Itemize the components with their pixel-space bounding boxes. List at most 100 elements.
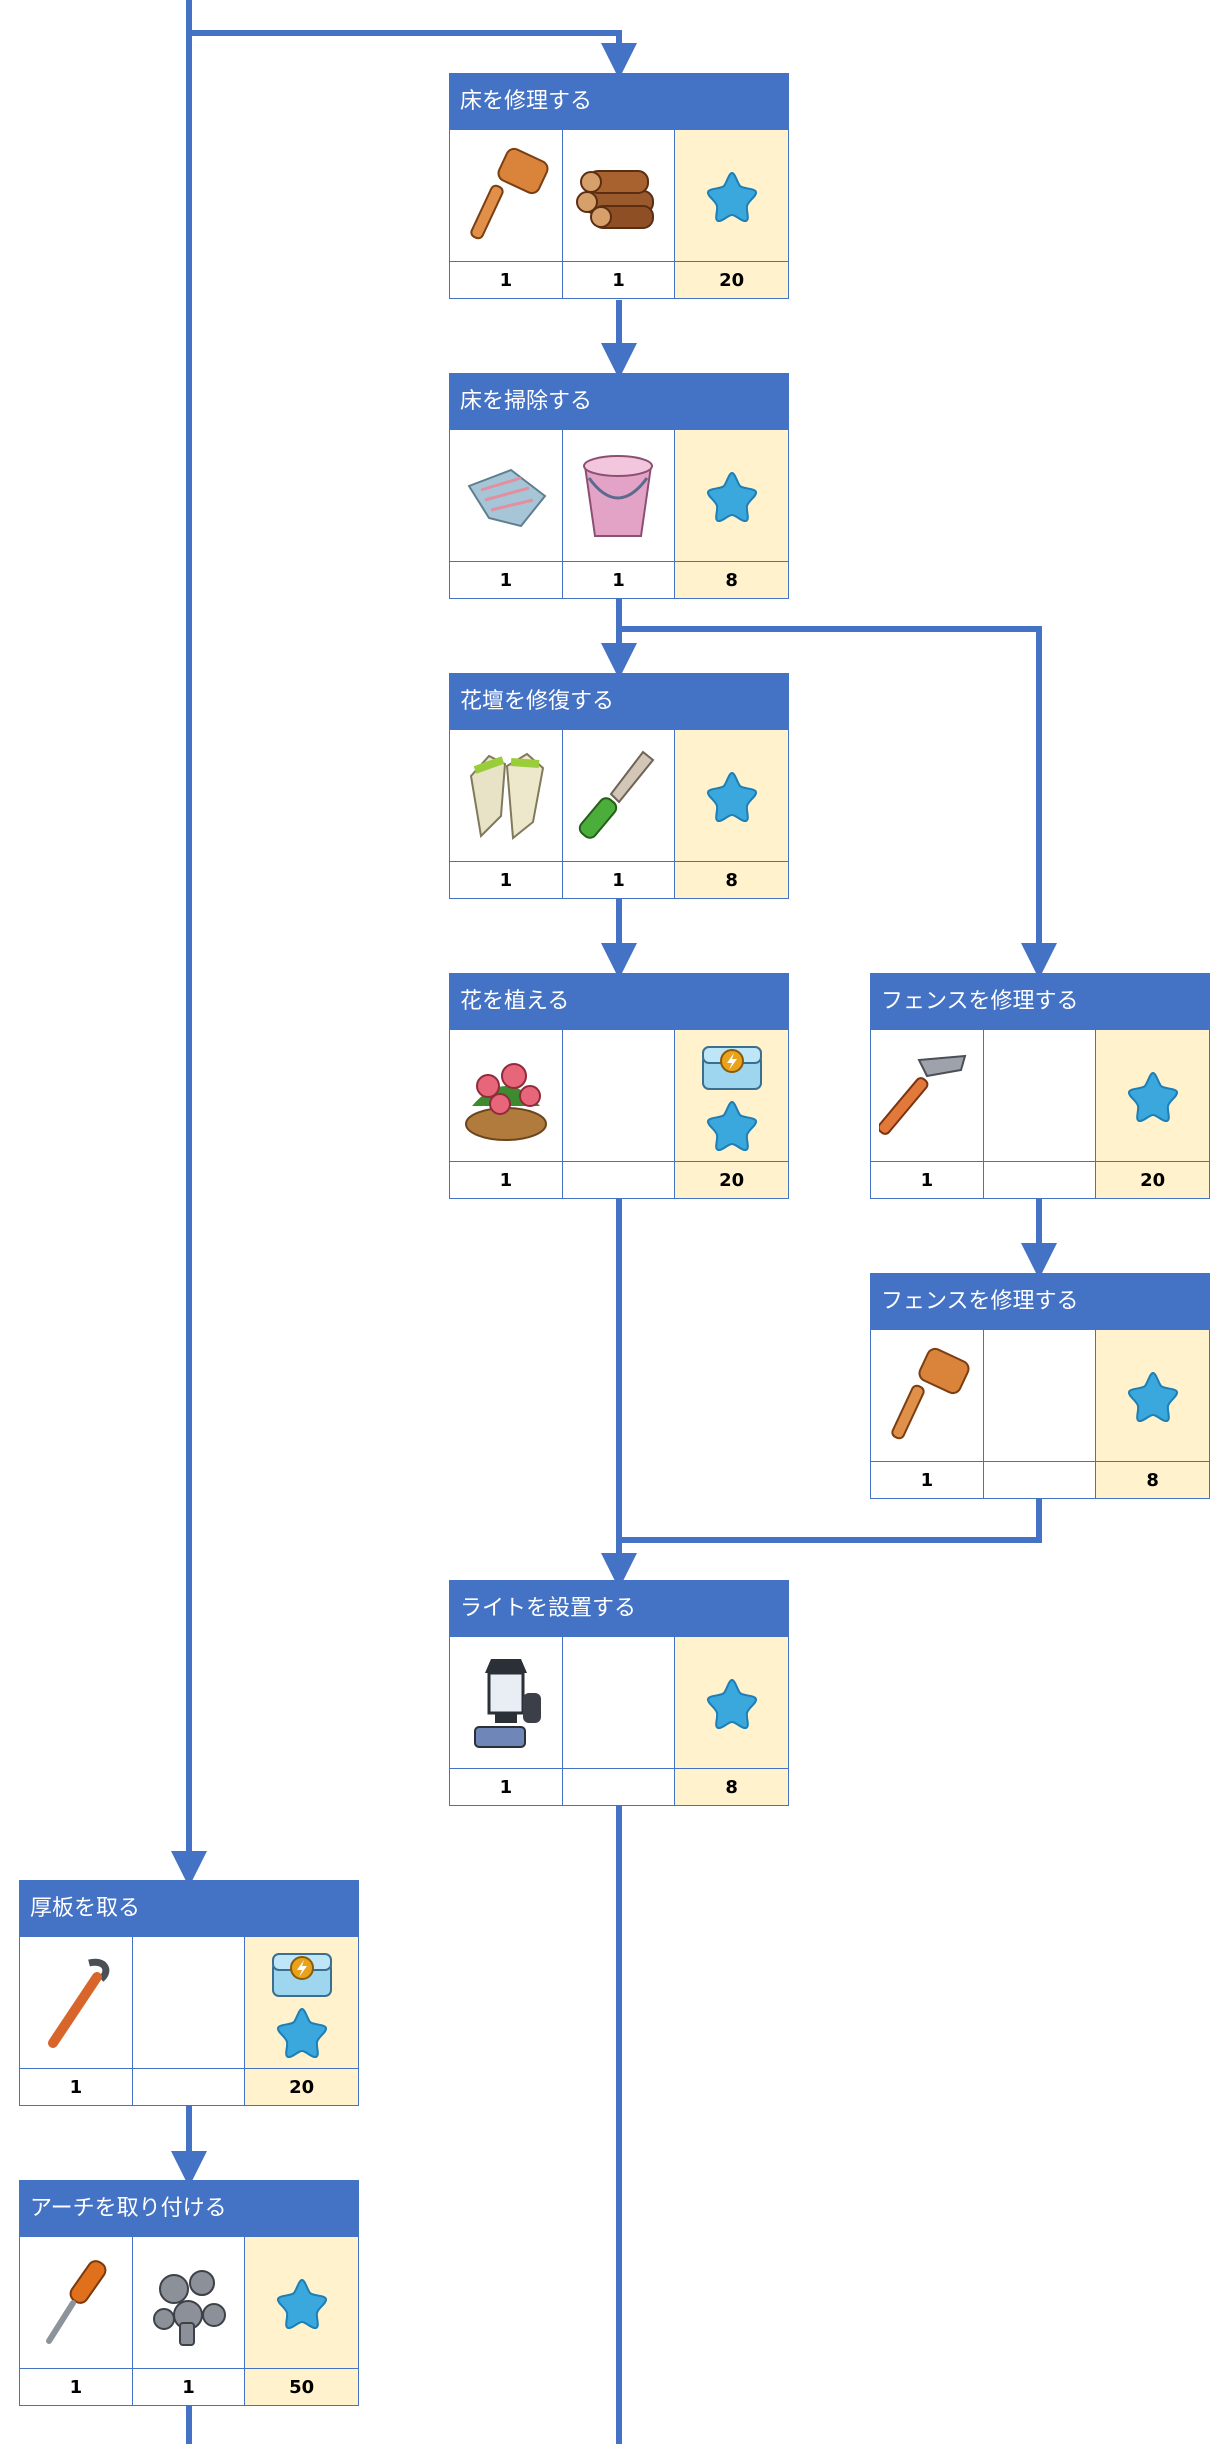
item-slot <box>562 429 676 561</box>
task-title: 花を植える <box>450 974 788 1029</box>
reward-slot <box>675 1636 788 1768</box>
logs-icon <box>573 151 663 241</box>
reward-value: 8 <box>1096 1461 1209 1498</box>
star-icon <box>705 1099 759 1151</box>
item-count: 1 <box>450 861 563 898</box>
task-card-install-lights: ライトを設置する 1 8 <box>449 1580 789 1806</box>
item-count <box>562 1768 676 1805</box>
item-count: 1 <box>450 1161 563 1198</box>
empty-item-slot <box>562 1636 676 1768</box>
empty-item-slot <box>983 1329 1097 1461</box>
reward-slot <box>675 129 788 261</box>
star-icon <box>705 470 759 522</box>
reward-value: 8 <box>675 561 788 598</box>
task-title: フェンスを修理する <box>871 974 1209 1029</box>
lantern-icon <box>461 1653 551 1753</box>
item-count <box>983 1161 1097 1198</box>
task-title: ライトを設置する <box>450 1581 788 1636</box>
item-slot <box>562 729 676 861</box>
star-icon <box>1126 1370 1180 1422</box>
item-slot <box>450 1029 563 1161</box>
item-count <box>562 1161 676 1198</box>
bolts-icon <box>140 2253 236 2353</box>
star-icon <box>705 170 759 222</box>
reward-value: 8 <box>675 1768 788 1805</box>
connector-clean-to-fence <box>619 626 1057 979</box>
item-slot <box>450 129 563 261</box>
item-slot <box>871 1029 984 1161</box>
item-slot <box>562 129 676 261</box>
gloves-icon <box>461 746 551 846</box>
task-title: アーチを取り付ける <box>20 2181 358 2236</box>
reward-slot <box>1096 1329 1209 1461</box>
item-slot <box>20 1936 133 2068</box>
item-slot <box>450 729 563 861</box>
energy-chest-icon <box>269 1948 335 2000</box>
knife-icon <box>573 746 663 846</box>
reward-value: 20 <box>675 261 788 298</box>
reward-value: 20 <box>1096 1161 1209 1198</box>
reward-slot <box>245 2236 358 2368</box>
item-count: 1 <box>562 561 676 598</box>
branch-to-repair-floor <box>189 30 637 79</box>
task-card-remove-planks: 厚板を取る 1 20 <box>19 1880 359 2106</box>
item-count: 1 <box>450 261 563 298</box>
reward-slot <box>245 1936 358 2068</box>
reward-slot <box>675 1029 788 1161</box>
screwdriver-icon <box>31 2253 121 2353</box>
empty-item-slot <box>132 1936 246 2068</box>
empty-item-slot <box>562 1029 676 1161</box>
reward-slot <box>675 729 788 861</box>
reward-value: 20 <box>245 2068 358 2105</box>
item-slot <box>20 2236 133 2368</box>
item-count <box>983 1461 1097 1498</box>
task-title: 花壇を修復する <box>450 674 788 729</box>
item-count: 1 <box>132 2368 246 2405</box>
item-slot <box>132 2236 246 2368</box>
item-count: 1 <box>450 561 563 598</box>
item-count <box>132 2068 246 2105</box>
bucket-icon <box>573 448 663 543</box>
item-count: 1 <box>20 2068 133 2105</box>
task-title: フェンスを修理する <box>871 1274 1209 1329</box>
star-icon <box>275 2277 329 2329</box>
mallet-icon <box>882 1346 972 1446</box>
task-title: 床を修理する <box>450 74 788 129</box>
item-slot <box>450 1636 563 1768</box>
task-card-plant-flowers: 花を植える 1 20 <box>449 973 789 1199</box>
connector-fence-merge <box>619 1497 1042 1543</box>
reward-slot <box>1096 1029 1209 1161</box>
task-title: 床を掃除する <box>450 374 788 429</box>
item-count: 1 <box>871 1461 984 1498</box>
star-icon <box>705 1677 759 1729</box>
empty-item-slot <box>983 1029 1097 1161</box>
star-icon <box>1126 1070 1180 1122</box>
mallet-icon <box>461 146 551 246</box>
cloth-icon <box>461 456 551 536</box>
item-count: 1 <box>450 1768 563 1805</box>
item-slot <box>871 1329 984 1461</box>
star-icon <box>705 770 759 822</box>
hammer-icon <box>878 1046 975 1146</box>
task-title: 厚板を取る <box>20 1881 358 1936</box>
crowbar-icon <box>31 1953 121 2053</box>
reward-value: 50 <box>245 2368 358 2405</box>
item-slot <box>450 429 563 561</box>
task-card-repair-fence-2: フェンスを修理する 1 8 <box>870 1273 1210 1499</box>
reward-value: 8 <box>675 861 788 898</box>
item-count: 1 <box>562 261 676 298</box>
star-icon <box>275 2006 329 2058</box>
reward-value: 20 <box>675 1161 788 1198</box>
flower-pot-icon <box>458 1046 554 1146</box>
reward-slot <box>675 429 788 561</box>
item-count: 1 <box>562 861 676 898</box>
energy-chest-icon <box>699 1041 765 1093</box>
task-card-repair-fence-1: フェンスを修理する 1 20 <box>870 973 1210 1199</box>
item-count: 1 <box>20 2368 133 2405</box>
item-count: 1 <box>871 1161 984 1198</box>
